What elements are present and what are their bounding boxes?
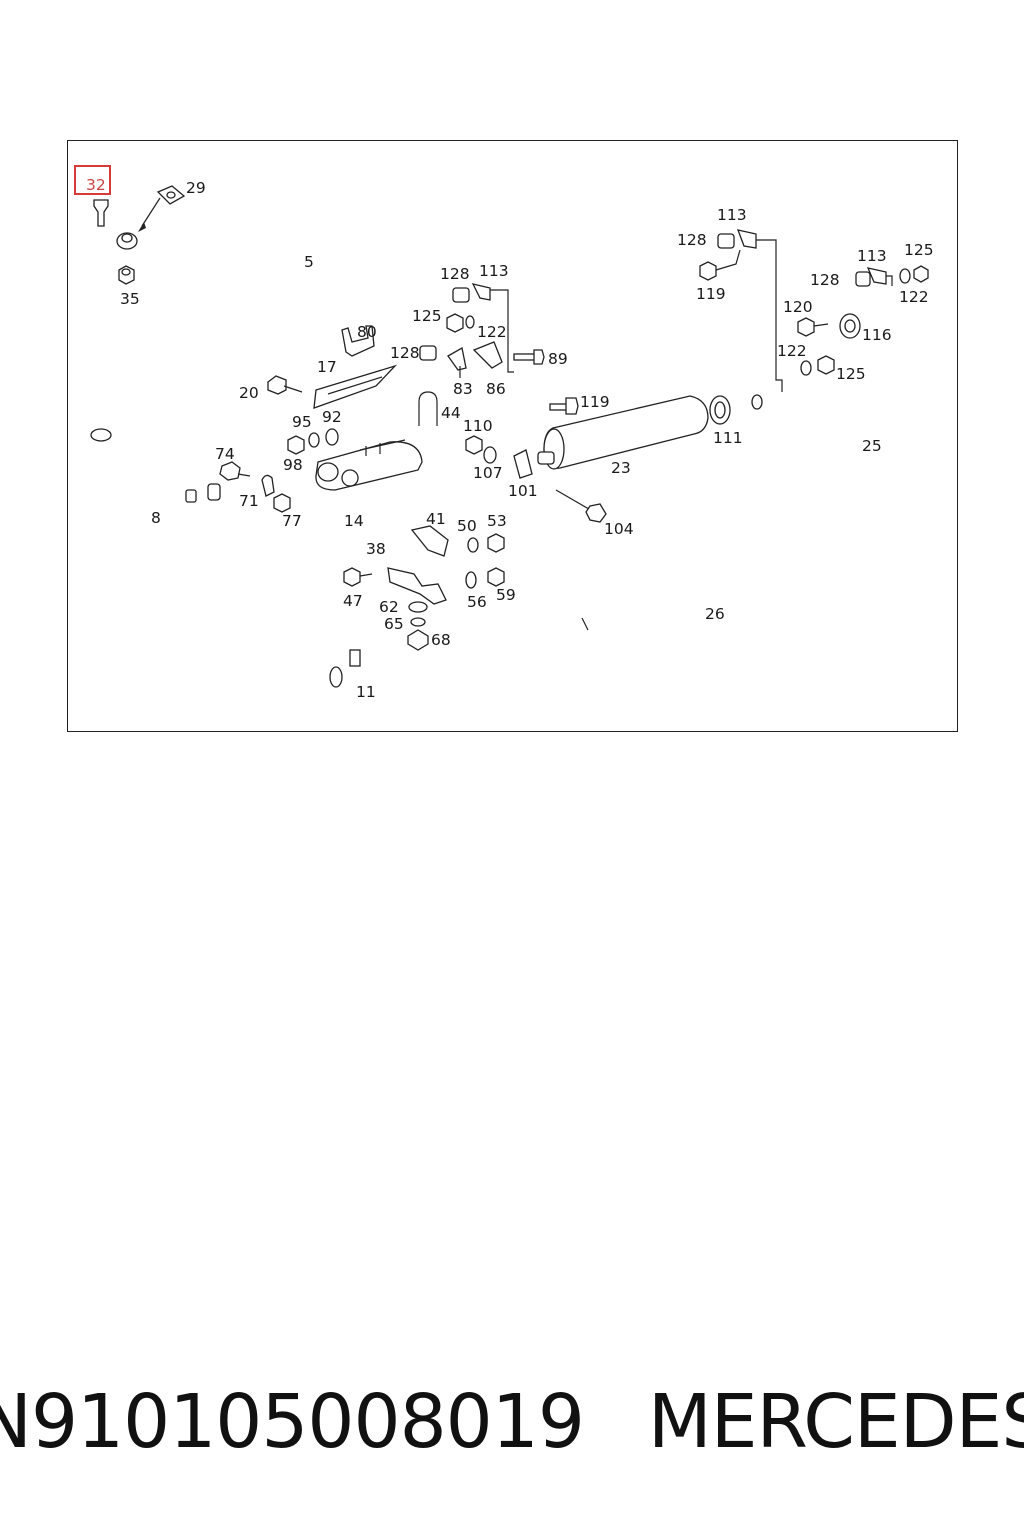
part-label: 128	[677, 231, 707, 249]
part-label: 59	[496, 586, 516, 604]
part-label: 116	[862, 326, 892, 344]
part-label: 101	[508, 482, 538, 500]
part-label: 122	[477, 323, 507, 341]
part-label: 128	[440, 265, 470, 283]
part-label: 8	[151, 509, 161, 527]
part-label: 56	[467, 593, 487, 611]
part-label: 62	[379, 598, 399, 616]
part-label: 95	[292, 413, 312, 431]
part-label: 77	[282, 512, 302, 530]
part-label: 113	[717, 206, 747, 224]
small-parts	[93, 185, 929, 651]
part-label: 83	[453, 380, 473, 398]
part-label: 98	[283, 456, 303, 474]
part-label: 119	[580, 393, 610, 411]
part-labels: 29 5 35 128 113 125 122 80 17 128 83 86 …	[120, 179, 934, 701]
part-label: 68	[431, 631, 451, 649]
product-caption: N910105008019 MERCEDES	[0, 1372, 1024, 1472]
part-label: 23	[611, 459, 631, 477]
part-label: 111	[713, 429, 743, 447]
muffler-23	[537, 395, 709, 470]
part-label: 125	[412, 307, 442, 325]
part-label: 47	[343, 592, 363, 610]
part-label: 11	[356, 683, 376, 701]
exhaust-parts-diagram: 32 29 5 35 128 113 125 122 80 17 128 83 …	[74, 165, 948, 714]
part-label: 125	[904, 241, 934, 259]
part-label: 71	[239, 492, 259, 510]
part-label: 113	[479, 262, 509, 280]
part-number: N910105008019	[0, 1379, 585, 1465]
heat-shield-17	[313, 364, 398, 409]
pipe-11	[329, 649, 495, 714]
part-label: 110	[463, 417, 493, 435]
part-label: 113	[857, 247, 887, 265]
part-label: 65	[384, 615, 404, 633]
part-label: 35	[120, 290, 140, 308]
part-label: 20	[239, 384, 259, 402]
part-label: 25	[862, 437, 882, 455]
diagram-frame	[67, 140, 958, 732]
part-label: 107	[473, 464, 503, 482]
pipe-8	[90, 428, 223, 505]
part-label: 125	[836, 365, 866, 383]
part-label: 128	[390, 344, 420, 362]
part-label: 104	[604, 520, 634, 538]
part-label: 128	[810, 271, 840, 289]
part-label: 122	[899, 288, 929, 306]
part-label: 29	[186, 179, 206, 197]
part-label: 14	[344, 512, 364, 530]
part-label: 50	[457, 517, 477, 535]
part-label: 89	[548, 350, 568, 368]
pipe-26	[563, 576, 944, 640]
part-label: 74	[215, 445, 235, 463]
part-label: 86	[486, 380, 506, 398]
front-muffler	[315, 439, 423, 491]
part-label: 92	[322, 408, 342, 426]
part-label: 53	[487, 512, 507, 530]
pipe-5	[128, 211, 507, 282]
part-label: 120	[783, 298, 813, 316]
part-label: 38	[366, 540, 386, 558]
pipe-25	[751, 390, 948, 434]
part-label: 44	[441, 404, 461, 422]
part-label: 5	[304, 253, 314, 271]
part-label: 41	[426, 510, 446, 528]
part-label: 17	[317, 358, 337, 376]
highlighted-part-label: 32	[86, 176, 106, 194]
part-label: 119	[696, 285, 726, 303]
brand-name: MERCEDES	[647, 1379, 1024, 1465]
part-label: 122	[777, 342, 807, 360]
part-label: 26	[705, 605, 725, 623]
highlight-box	[74, 165, 111, 195]
part-label: 80	[357, 323, 377, 341]
